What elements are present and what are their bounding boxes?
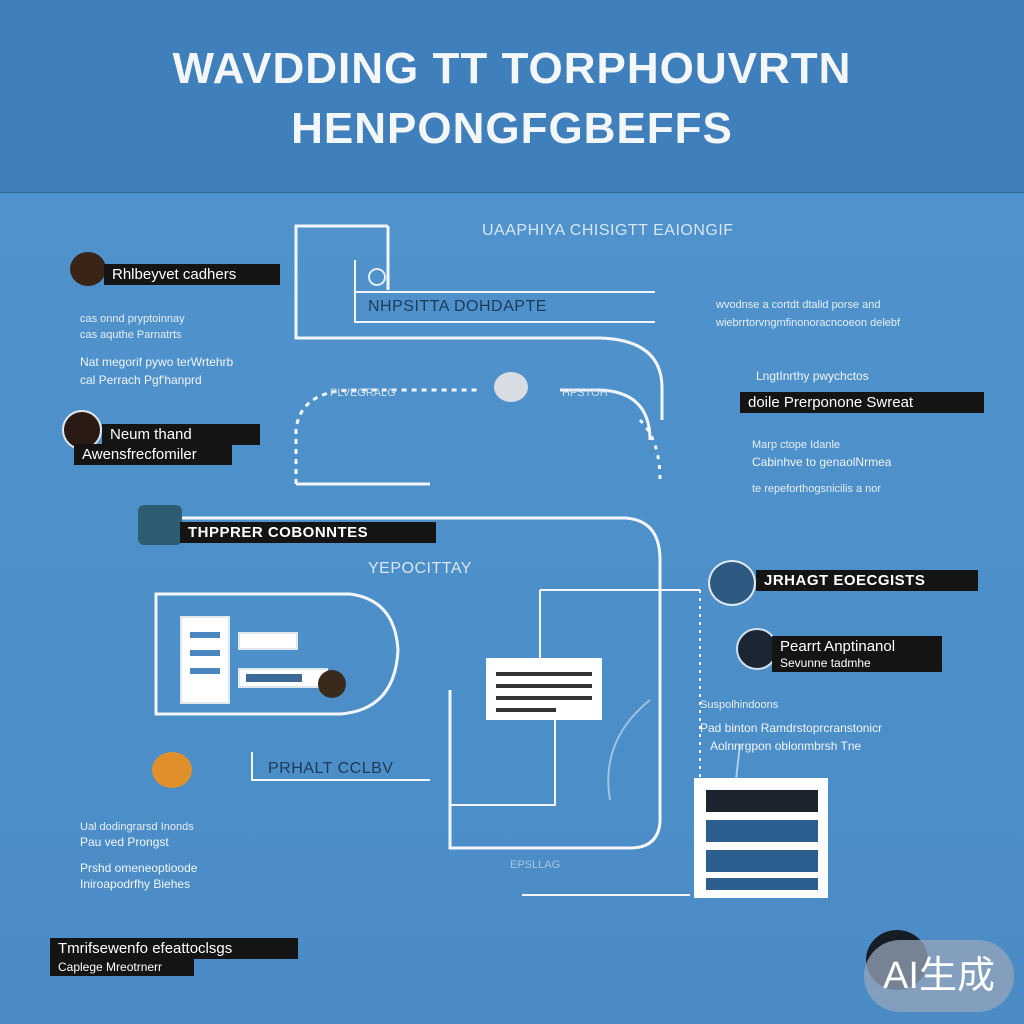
people-icon [494,372,528,402]
diagram-canvas [0,193,1024,1024]
user-avatar-icon [318,670,346,698]
left-text-4a: Prshd omeneoptioode [80,861,198,875]
right-text-1a: wvodnse a cortdt dtalid porse and [716,299,881,311]
left-text-2a: Nat megorif pywo terWrtehrb [80,355,234,369]
mid-caption-left: PLVEGRALG [330,387,396,399]
center-box-label: NHPSITTA DOHDAPTE [368,298,547,315]
right-text-3c: te repeforthogsnicilis a nor [752,483,882,495]
left-label-4b: Caplege Mreotrnerr [50,958,194,976]
left-text-4b: Iniroapodrfhy Biehes [80,877,191,891]
left-text-1a: cas onnd pryptoinnay [80,313,185,325]
left-text-3b: Pau ved Prongst [80,835,169,849]
target-icon [368,268,386,286]
right-text-3a: Marp ctope Idanle [752,439,841,451]
caption-yep: YEPOCITTAY [368,560,472,577]
right-text-4a: Suspolhindoons [700,699,779,711]
document-icon [180,616,230,704]
right-text-4b: Pad binton Ramdrstoprcranstonicr [700,721,883,735]
message-card [486,658,602,720]
left-label-2a: Neum thand [102,424,260,445]
title-line-2: HENPONGFGBEFFS [291,104,733,153]
network-icon [138,505,182,545]
mid-caption-right: HPSTOH [562,387,608,399]
right-text-2: LngtInrthy pwychctos [756,369,869,383]
right-text-4c: Aolnnrgpon oblonmbrsh Tne [710,739,862,753]
left-text-1b: cas aquthe Parnatrts [80,329,182,341]
left-text-2b: cal Perrach Pgf'hanprd [80,373,202,387]
gear-icon [62,410,102,450]
left-label-1: Rhlbeyvet cadhers [104,264,280,285]
right-label-2: JRHAGT EOECGISTS [756,570,978,591]
right-label-1: doile Prerponone Swreat [740,392,984,413]
field-bar-1 [238,632,298,650]
header-banner: WAVDDING TT TORPHOUVRTN HENPONGFGBEFFS [0,0,1024,193]
right-label-3a: Pearrt Anptinanol [772,636,942,657]
ai-generated-badge: AI生成 [864,940,1014,1012]
stacked-list [694,778,828,898]
field-bar-2 [238,668,328,688]
left-label-2b: Awensfrecfomiler [74,444,232,465]
left-label-3: THPPRER COBONNTES [180,522,436,543]
right-label-3b: Sevunne tadmhe [772,654,942,672]
left-label-4a: Tmrifsewenfo efeattoclsgs [50,938,298,959]
title-line-1: WAVDDING TT TORPHOUVRTN [172,44,852,93]
monitor-icon [152,752,192,788]
camera-icon [70,252,106,286]
label-prahalt: PRHALT CCLBV [268,760,394,777]
right-text-1b: wiebrrtorvngmfinonoracncoeon delebf [716,317,901,329]
right-text-3b: Cabinhve to genaolNrmea [752,455,892,469]
settings-icon [708,560,756,606]
bottom-caption: EPSLLAG [510,859,561,871]
top-caption: UAAPHIYA CHISIGTT EAIONGIF [482,222,734,239]
left-text-3a: Ual dodingrarsd Inonds [80,821,194,833]
